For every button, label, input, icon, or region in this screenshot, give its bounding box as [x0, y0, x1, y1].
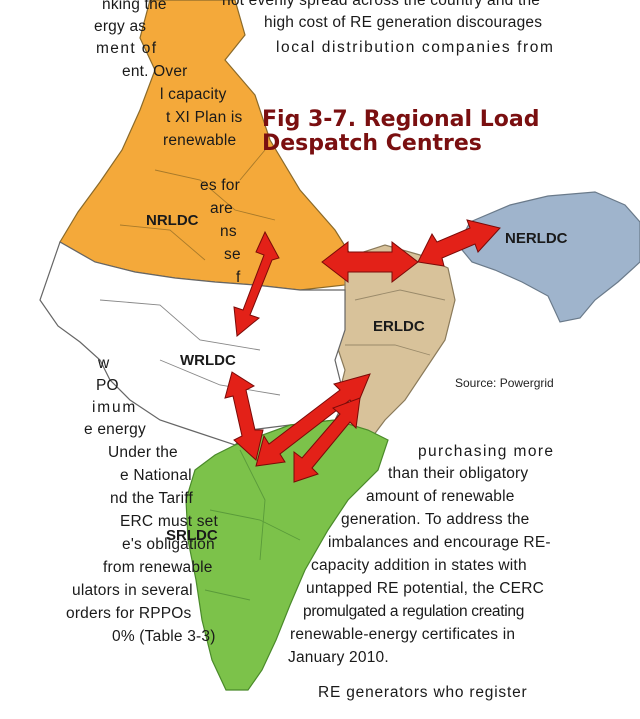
text-right-line: RE generators who register	[318, 684, 528, 701]
text-left-line: l capacity	[160, 86, 227, 103]
text-left-line: e National	[120, 467, 192, 484]
text-left-line: ment of	[96, 40, 158, 57]
text-top-line: high cost of RE generation discourages	[264, 14, 543, 31]
text-left-line: from renewable	[103, 559, 213, 576]
figure-title-line1: Fig 3-7. Regional Load	[262, 107, 540, 132]
transmission-arrows	[224, 219, 501, 483]
text-left-line: 0% (Table 3-3)	[112, 628, 216, 645]
text-left-line: se	[224, 246, 241, 263]
text-left-line: orders for RPPOs	[66, 605, 192, 622]
figure-title: Fig 3-7. Regional Load Despatch Centres	[262, 108, 539, 156]
text-right-line: January 2010.	[288, 649, 389, 666]
southern-region	[185, 419, 389, 691]
text-left-line: ulators in several	[72, 582, 193, 599]
text-left-line: e energy	[84, 421, 146, 438]
text-left-line: es for	[200, 177, 240, 194]
text-left-line: ERC must set	[120, 513, 219, 530]
text-left-line: ns	[220, 223, 237, 240]
text-left-line: e's obligation	[122, 536, 215, 553]
text-left-line: Under the	[108, 444, 178, 461]
text-left-line: ergy as	[94, 18, 147, 35]
region-label-south: SRLDC	[166, 527, 218, 544]
text-left-line: nd the Tariff	[110, 490, 194, 507]
text-left-line: are	[210, 200, 234, 217]
figure-title-line2: Despatch Centres	[262, 131, 482, 156]
text-left-line: w	[98, 355, 110, 372]
region-label-northeast: NERLDC	[505, 230, 568, 247]
text-right-line: untapped RE potential, the CERC	[306, 580, 544, 597]
text-right-line: than their obligatory	[388, 465, 529, 482]
text-left-line: ent. Over	[122, 63, 188, 80]
text-top-line: local distribution companies from	[276, 39, 555, 56]
text-left-line: t XI Plan is	[166, 109, 243, 126]
region-label-west: WRLDC	[180, 352, 236, 369]
northeastern-region	[457, 191, 640, 323]
text-left-line: imum	[92, 399, 138, 416]
figure-source: Source: Powergrid	[455, 376, 554, 390]
text-left-line: renewable	[163, 132, 237, 149]
text-right-line: imbalances and encourage RE-	[328, 534, 551, 551]
text-right-line: purchasing more	[418, 443, 555, 460]
text-right-line: promulgated a regulation creating	[303, 603, 525, 620]
text-left-line: PO	[96, 377, 119, 394]
region-label-north: NRLDC	[146, 212, 199, 229]
text-right-line: amount of renewable	[366, 488, 515, 505]
text-right-line: generation. To address the	[341, 511, 530, 528]
text-right-line: capacity addition in states with	[311, 557, 527, 574]
region-label-east: ERLDC	[373, 318, 425, 335]
text-left-line: nking the	[102, 0, 167, 13]
text-right-line: renewable-energy certificates in	[290, 626, 516, 643]
text-left-line: f	[236, 269, 241, 286]
text-top-line: not evenly spread across the country and…	[222, 0, 541, 9]
